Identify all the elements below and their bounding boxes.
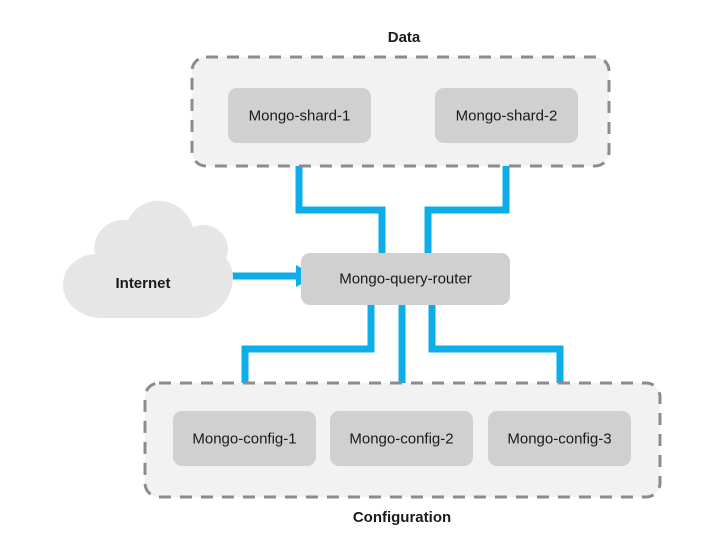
node-mongo-query-router[interactable]: Mongo-query-router [301, 253, 510, 305]
node-label: Mongo-config-3 [507, 430, 611, 447]
node-shape [435, 88, 578, 143]
node-mongo-config-1[interactable]: Mongo-config-1 [173, 411, 316, 466]
node-shape [330, 411, 473, 466]
internet-cloud[interactable]: Internet [63, 200, 233, 318]
group-data-label: Data [388, 29, 421, 46]
node-shape [301, 253, 510, 305]
group-configuration: Configuration Mongo-config-1 Mongo-confi… [143, 381, 662, 526]
node-label: Mongo-shard-1 [249, 107, 351, 124]
connector-shard1-to-router [295, 140, 386, 258]
node-shape [228, 88, 371, 143]
node-label: Mongo-config-2 [349, 430, 453, 447]
node-label: Mongo-shard-2 [456, 107, 558, 124]
cloud-label: Internet [115, 275, 170, 292]
node-shape [173, 411, 316, 466]
group-data: Data Mongo-shard-1 Mongo-shard-2 [190, 29, 611, 168]
node-mongo-shard-1[interactable]: Mongo-shard-1 [228, 88, 371, 143]
group-configuration-label: Configuration [353, 509, 451, 526]
cloud-icon [63, 200, 233, 318]
connector-shard2-to-router [424, 140, 510, 258]
node-mongo-config-3[interactable]: Mongo-config-3 [488, 411, 631, 466]
node-mongo-shard-2[interactable]: Mongo-shard-2 [435, 88, 578, 143]
node-label: Mongo-config-1 [192, 430, 296, 447]
node-shape [488, 411, 631, 466]
node-label: Mongo-query-router [339, 270, 472, 287]
connectors-layer [241, 140, 564, 415]
node-mongo-config-2[interactable]: Mongo-config-2 [330, 411, 473, 466]
